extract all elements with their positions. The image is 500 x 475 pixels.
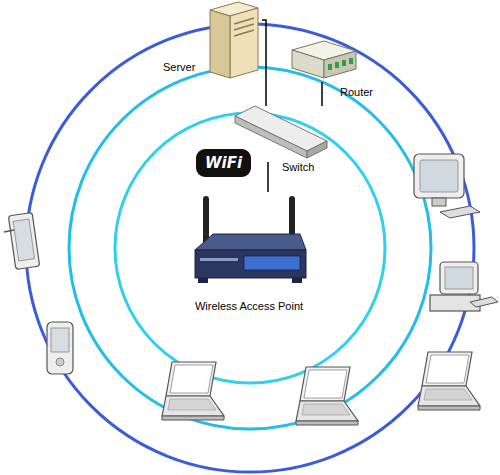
- wifi-logo: WiFi: [196, 149, 251, 177]
- desktop-icon: [430, 262, 498, 311]
- monitor-stand: [432, 198, 446, 206]
- access-point-stripe: [200, 258, 238, 261]
- laptop-icon: [162, 362, 224, 420]
- desktop-monitor: [440, 262, 478, 294]
- access-point-foot: [292, 278, 302, 283]
- server-bay: [234, 18, 254, 24]
- keyboard: [440, 206, 480, 218]
- laptop-icon: [296, 367, 358, 425]
- access-point-panel: [244, 256, 300, 270]
- switch-icon: [235, 106, 327, 158]
- device-label: Server: [163, 61, 203, 74]
- router-port: [349, 58, 353, 64]
- server-side: [210, 10, 230, 78]
- access-point-node: Wireless Access Point: [188, 192, 310, 288]
- server-bay: [234, 30, 254, 36]
- device-label: Wireless Access Point: [168, 300, 330, 313]
- router-port: [328, 64, 332, 70]
- tablet-icon: [4, 213, 40, 270]
- keyboard: [470, 297, 498, 307]
- pda-icon: [47, 322, 73, 374]
- pda-body: [47, 322, 73, 374]
- desktop-screen: [445, 267, 473, 289]
- monitor-screen: [420, 160, 458, 192]
- network-cable: [267, 162, 269, 192]
- router-front: [292, 50, 324, 78]
- switch-end: [307, 141, 327, 158]
- range-ring-outer: [26, 24, 474, 472]
- server-bay: [234, 24, 254, 30]
- monitor-icon: [414, 154, 480, 218]
- device-label: Switch: [282, 161, 326, 174]
- tablet-screen: [13, 219, 34, 261]
- access-point-top: [195, 234, 306, 250]
- router-port: [335, 62, 339, 68]
- tablet-body: [8, 213, 39, 270]
- router-icon: [292, 41, 356, 78]
- pda-screen: [51, 328, 69, 352]
- stylus: [4, 230, 14, 232]
- access-point-icon: [195, 196, 306, 283]
- laptop-icon: [418, 352, 480, 410]
- server-node: Server: [205, 2, 262, 78]
- pda-button: [56, 358, 64, 366]
- server-icon: [210, 2, 258, 78]
- range-ring-middle: [69, 67, 431, 429]
- access-point-front: [195, 250, 306, 278]
- access-point-foot: [198, 278, 208, 283]
- device-label: Router: [340, 86, 384, 99]
- network-cable: [262, 20, 266, 106]
- monitor-body: [414, 154, 464, 198]
- server-front: [230, 8, 258, 78]
- router-side: [324, 51, 356, 78]
- range-ring-inner: [115, 113, 385, 383]
- router-node: Router: [286, 38, 360, 82]
- router-port: [342, 60, 346, 66]
- network-cable: [321, 82, 323, 106]
